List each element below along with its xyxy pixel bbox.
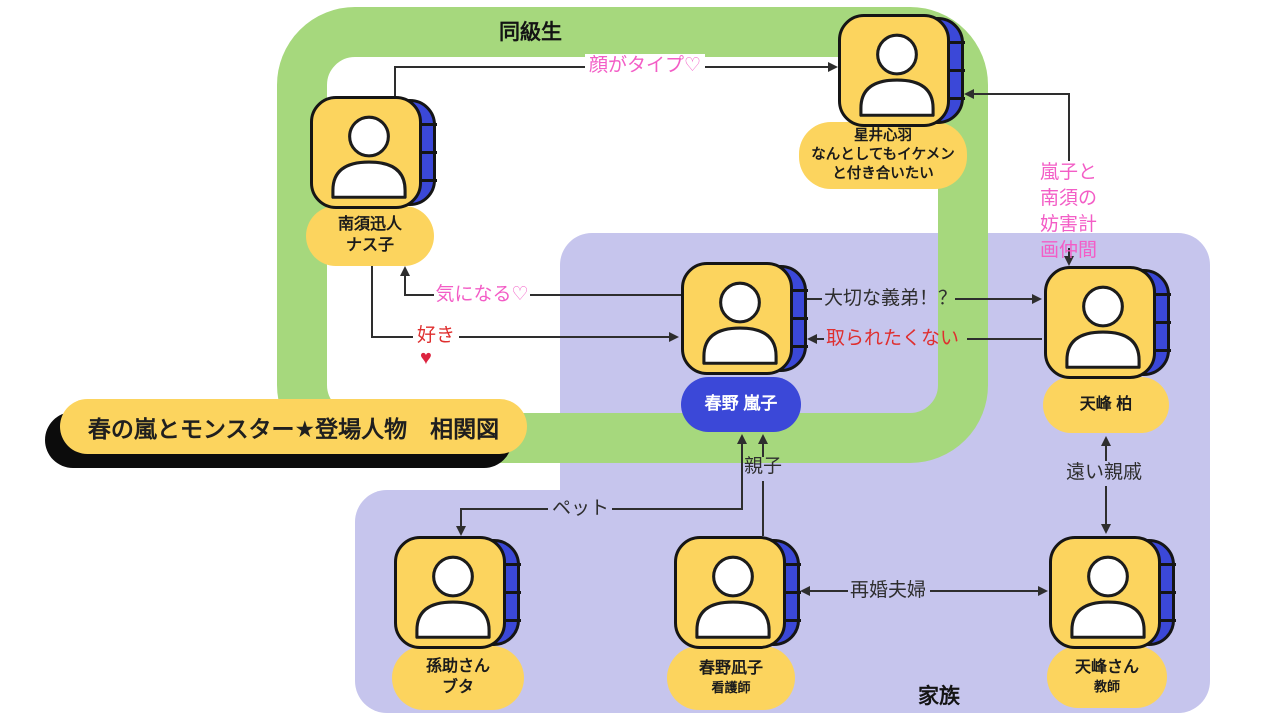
relation-label-saikon: 再婚夫婦 <box>850 580 927 601</box>
relation-label-gitei: 大切な義弟！？ <box>824 288 958 309</box>
relation-line-bougai <box>974 93 1070 95</box>
relation-line-torare <box>817 338 824 340</box>
relation-line-pet <box>741 444 743 509</box>
person-icon <box>1065 285 1141 369</box>
relation-line-suki <box>371 336 669 338</box>
arrowhead <box>964 89 974 99</box>
arrowhead <box>669 332 679 342</box>
relation-line-gitei <box>955 298 1035 300</box>
relation-line-kini <box>404 294 682 296</box>
relation-label-tooi: 遠い親戚 <box>1066 462 1143 483</box>
heart-icon: ♥ <box>420 347 432 369</box>
relation-line-kini <box>404 276 406 295</box>
arrowhead <box>1064 256 1074 266</box>
arrowhead <box>1032 294 1042 304</box>
relation-line-saikon <box>930 590 1040 592</box>
person-icon <box>1070 555 1146 639</box>
avatar <box>310 96 422 209</box>
relation-label-suki: 好き <box>413 324 459 348</box>
arrowhead <box>1101 524 1111 534</box>
classmates-label: 同級生 <box>499 21 562 44</box>
relation-label-bougai: 嵐子と 南須の 妨害計 画仲間 <box>1040 162 1098 261</box>
relation-line-tooi <box>1105 486 1107 526</box>
relation-label-kao: 顔がタイプ♡ <box>585 54 705 80</box>
arrowhead <box>400 266 410 276</box>
avatar <box>1049 536 1161 649</box>
character-card-magosuke <box>394 536 521 649</box>
title-banner: 春の嵐とモンスター★登場人物 相関図 <box>60 399 527 454</box>
relation-line-kao <box>394 66 396 97</box>
relation-line-saikon <box>810 590 848 592</box>
relation-line-bougai <box>1068 93 1070 161</box>
name-pill-nasu: 南須迅人 ナス子 <box>306 206 434 266</box>
relation-line-oyako <box>762 444 764 457</box>
relation-label-kini: 気になる♡ <box>434 283 530 307</box>
person-icon <box>331 115 407 199</box>
person-icon <box>702 281 778 365</box>
relation-line-torare <box>967 338 1042 340</box>
name-pill-nagiko: 春野凪子 看護師 <box>667 646 795 710</box>
relation-line-tooi <box>1105 446 1107 461</box>
person-icon <box>415 555 491 639</box>
relation-line-gitei <box>806 298 822 300</box>
person-icon <box>695 555 771 639</box>
avatar <box>394 536 506 649</box>
relation-label-oyako: 親子 <box>744 456 783 477</box>
arrowhead <box>737 434 747 444</box>
avatar <box>674 536 786 649</box>
relation-line-oyako <box>762 481 764 536</box>
character-card-nagiko <box>674 536 801 649</box>
avatar <box>681 262 793 375</box>
avatar <box>838 14 950 127</box>
relation-line-pet <box>612 508 743 510</box>
arrowhead <box>758 434 768 444</box>
arrowhead <box>456 526 466 536</box>
name-pill-amamine: 天峰さん 教師 <box>1047 646 1167 708</box>
person-icon <box>859 33 935 117</box>
arrowhead <box>807 334 817 344</box>
name-pill-magosuke: 孫助さん ブタ <box>392 646 524 710</box>
relation-label-torare: 取られたくない <box>826 328 960 349</box>
character-card-amamine <box>1049 536 1176 649</box>
relation-line-bougai <box>1068 248 1070 257</box>
character-card-nasu <box>310 96 437 209</box>
character-card-ranko <box>681 262 808 375</box>
name-pill-ranko: 春野 嵐子 <box>681 377 801 432</box>
character-card-hoshii <box>838 14 965 127</box>
relation-line-suki <box>371 265 373 337</box>
arrowhead <box>800 586 810 596</box>
relation-line-pet <box>460 508 462 528</box>
relation-line-pet <box>460 508 548 510</box>
arrowhead <box>828 62 838 72</box>
family-label: 家族 <box>918 685 960 708</box>
arrowhead <box>1101 436 1111 446</box>
name-pill-kashiwa: 天峰 柏 <box>1043 377 1169 433</box>
name-pill-hoshii: 星井心羽 なんとしてもイケメン と付き合いたい <box>799 122 967 189</box>
arrowhead <box>1038 586 1048 596</box>
character-card-kashiwa <box>1044 266 1171 379</box>
avatar <box>1044 266 1156 379</box>
relation-label-pet: ペット <box>552 498 610 519</box>
